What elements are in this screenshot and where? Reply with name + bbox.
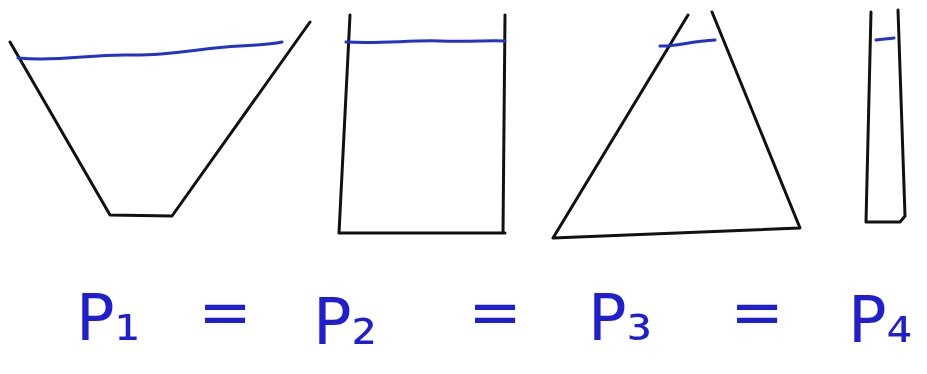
funnel-container [10,22,310,216]
narrow-tube [866,10,905,222]
water-level [18,42,282,59]
water-level [660,40,715,46]
equals-sign: = [198,280,252,344]
triangular-container [553,12,800,238]
water-level [876,38,894,40]
pressure-label: P₂ [313,290,377,354]
equals-sign: = [730,280,784,344]
water-level [346,41,505,43]
rectangular-container [339,15,505,233]
equals-sign: = [468,280,522,344]
pressure-label: P₄ [848,288,912,352]
pressure-label: P₃ [588,286,652,350]
pressure-label: P₁ [76,286,140,350]
